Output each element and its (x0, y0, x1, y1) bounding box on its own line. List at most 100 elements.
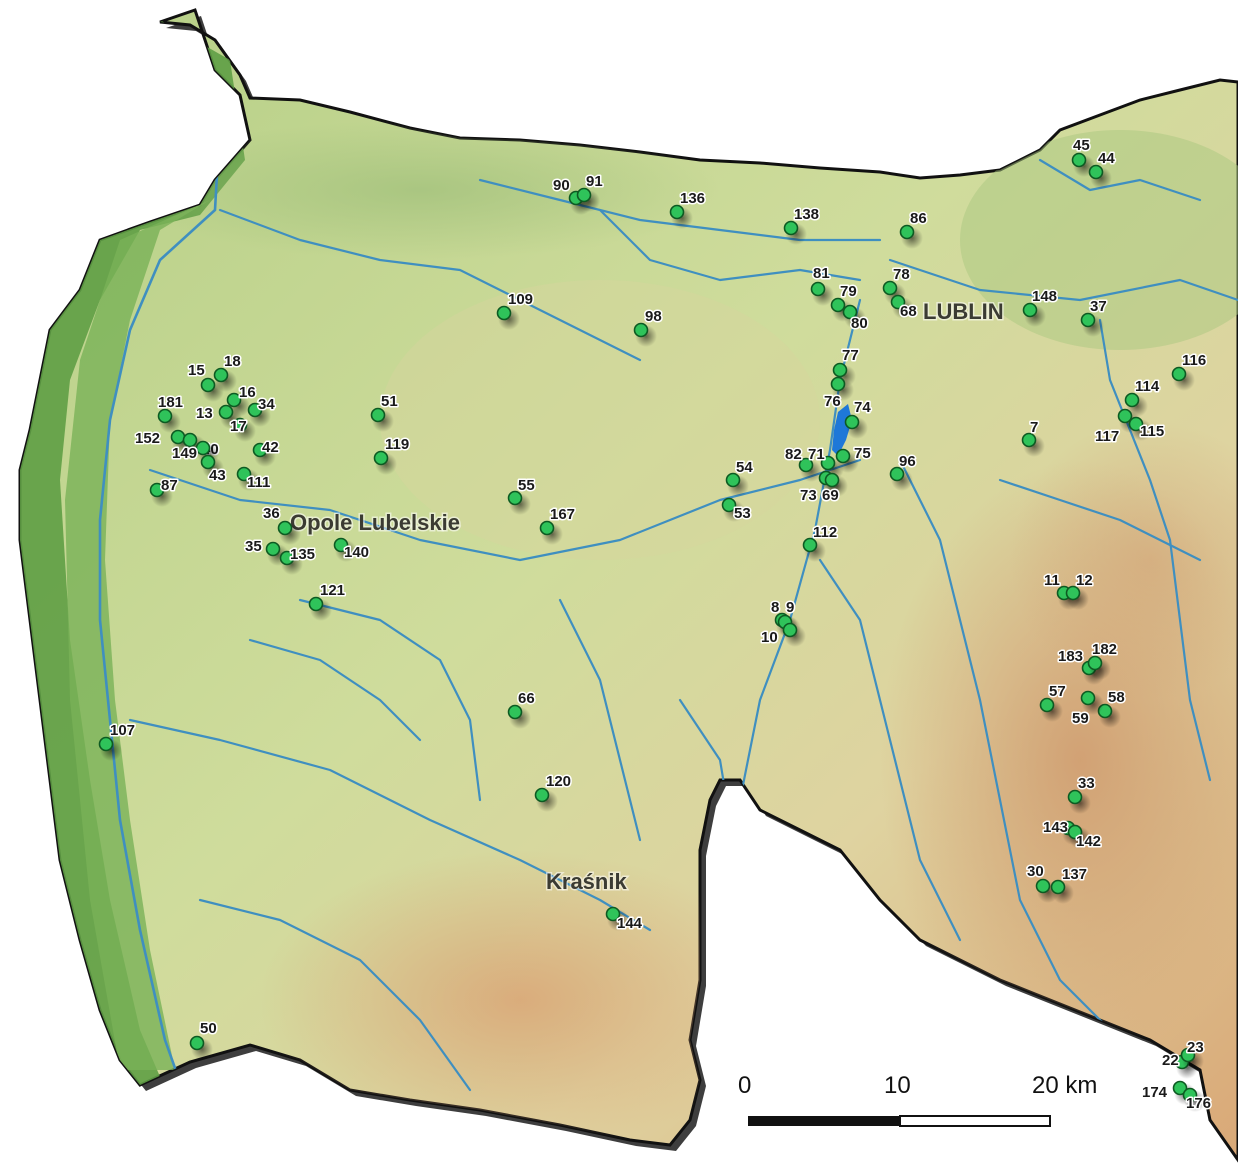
site-dot (1071, 152, 1087, 168)
site-dot (213, 367, 229, 383)
site-dot (725, 472, 741, 488)
site-marker-96: 96 (889, 452, 917, 491)
site-dot (783, 220, 799, 236)
site-label: 79 (840, 283, 857, 300)
site-marker-7: 7 (1021, 418, 1045, 457)
site-label: 53 (734, 505, 751, 522)
site-dot (1172, 1080, 1188, 1096)
scale-label-10: 10 (884, 1072, 911, 1099)
site-dot (265, 541, 281, 557)
site-marker-37: 37 (1080, 297, 1108, 337)
site-dot (507, 490, 523, 506)
river-f (1098, 318, 1212, 782)
site-label: 50 (200, 1020, 217, 1037)
site-dot (252, 442, 268, 458)
site-dot (1065, 585, 1081, 601)
site-dot (157, 408, 173, 424)
site-label: 23 (1187, 1039, 1204, 1056)
site-dot (1124, 392, 1140, 408)
site-dot (373, 450, 389, 466)
river-network (98, 28, 1238, 1112)
site-marker-43: 43 (200, 454, 227, 486)
site-dot (1080, 312, 1096, 328)
site-marker-35: 35 (244, 537, 289, 566)
site-label: 182 (1092, 641, 1117, 658)
site-marker-109: 109 (496, 290, 535, 330)
site-label: 13 (196, 405, 213, 422)
site-marker-136: 136 (669, 189, 707, 229)
site-label: 68 (900, 303, 917, 320)
site-marker-44: 44 (1088, 149, 1117, 189)
site-marker-68: 68 (890, 294, 918, 322)
site-dot (1039, 697, 1055, 713)
site-label: 36 (263, 505, 280, 522)
site-label: 91 (586, 173, 603, 190)
site-marker-137: 137 (1050, 865, 1089, 904)
site-label: 135 (290, 546, 315, 563)
site-label: 42 (262, 439, 279, 456)
site-dot (605, 906, 621, 922)
site-marker-59: 59 (1071, 690, 1104, 729)
site-label: 57 (1049, 683, 1066, 700)
site-label: 8 (771, 599, 779, 616)
site-label: 9 (786, 599, 794, 616)
site-label: 181 (158, 394, 183, 411)
river-j (298, 598, 482, 802)
site-dot (232, 417, 248, 433)
site-marker-148: 148 (1022, 287, 1059, 327)
river-n (818, 558, 962, 942)
site-marker-91: 91 (576, 172, 604, 212)
site-dot (200, 377, 216, 393)
site-marker-111: 111 (236, 466, 272, 493)
site-dot (200, 454, 216, 470)
site-marker-140: 140 (333, 537, 371, 563)
site-marker-76: 76 (823, 376, 854, 412)
site-label: 12 (1076, 572, 1093, 589)
site-label: 16 (239, 384, 256, 401)
river-q (998, 478, 1202, 562)
site-marker-34: 34 (247, 395, 277, 427)
site-marker-80: 80 (842, 304, 869, 334)
site-label: 115 (1140, 423, 1164, 440)
site-marker-142: 142 (1067, 824, 1103, 852)
site-dot (170, 429, 186, 445)
site-dot (820, 455, 836, 471)
site-label: 74 (854, 399, 871, 416)
site-marker-81: 81 (810, 264, 834, 306)
site-dot (189, 1035, 205, 1051)
southern-highland (260, 850, 780, 1150)
site-marker-119: 119 (373, 435, 411, 475)
site-label: 98 (645, 308, 662, 325)
site-label: 55 (518, 477, 535, 494)
site-marker-57: 57 (1039, 682, 1067, 722)
site-marker-54: 54 (725, 458, 755, 497)
site-label: 96 (899, 453, 916, 470)
site-label: 30 (1027, 863, 1044, 880)
city-opole-lubelskie: Opole Lubelskie (290, 510, 460, 535)
central-upland (380, 280, 820, 560)
city-krasnik: Kraśnik (546, 869, 627, 894)
site-label: 111 (247, 474, 270, 491)
site-dot (149, 482, 165, 498)
site-label: 43 (209, 467, 226, 484)
site-label: 143 (1043, 819, 1068, 836)
site-dot (810, 281, 826, 297)
east-highland (1010, 420, 1238, 700)
site-label: 81 (813, 265, 830, 282)
site-marker-42: 42 (252, 438, 280, 467)
site-marker-167: 167 (539, 505, 577, 545)
site-marker-18: 18 (213, 352, 242, 392)
site-label: 136 (680, 190, 705, 207)
site-label: 90 (553, 177, 570, 194)
site-marker-182: 182 (1087, 640, 1119, 680)
site-marker-135: 135 (279, 545, 317, 575)
site-marker-82: 82 (784, 445, 822, 482)
site-dot (218, 404, 234, 420)
site-label: 45 (1073, 137, 1090, 154)
site-dot (832, 362, 848, 378)
site-label: 66 (518, 690, 535, 707)
site-dot (882, 280, 898, 296)
site-dot (333, 537, 349, 553)
